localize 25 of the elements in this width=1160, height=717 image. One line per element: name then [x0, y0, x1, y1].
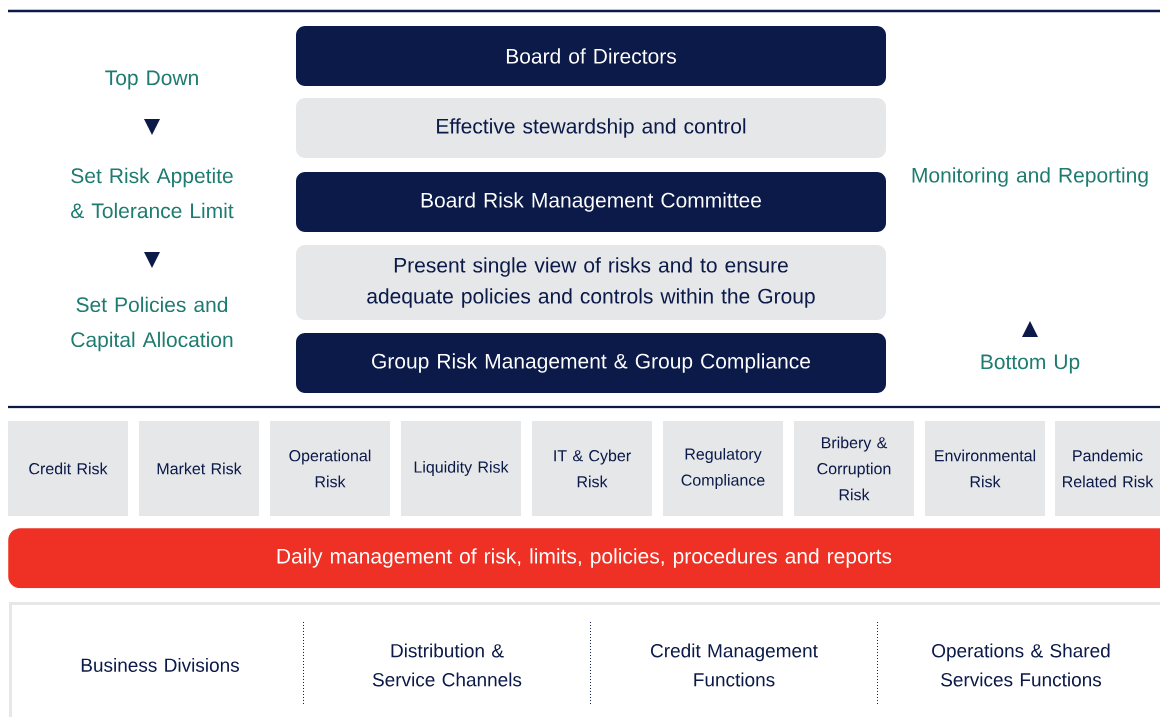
risk-box: Environmental Risk [925, 421, 1045, 516]
side-label: Top Down [105, 70, 198, 90]
column-label: Credit Management Functions [651, 643, 818, 687]
description-box: Present single view of risks and to ensure adequate policies and controls within the Group [296, 245, 886, 320]
node-box: Board of Directors [296, 26, 886, 86]
risk-box: Credit Risk [8, 421, 128, 516]
column-label: Business Divisions [81, 658, 239, 672]
risk-box: Regulatory Compliance [663, 421, 783, 516]
node-box: Board Risk Management Committee [296, 172, 886, 232]
risk-box: Bribery & Corruption Risk [794, 421, 914, 516]
risk-box: IT & Cyber Risk [532, 421, 652, 516]
side-label: Set Policies and Capital Allocation [71, 296, 233, 352]
side-label: Bottom Up [981, 354, 1080, 374]
risk-box: Market Risk [139, 421, 259, 516]
side-label: Monitoring and Reporting [912, 167, 1148, 187]
risk-box: Liquidity Risk [401, 421, 521, 516]
panel-box [9, 602, 1160, 717]
description-box: Effective stewardship and control [296, 98, 886, 158]
side-label: Set Risk Appetite & Tolerance Limit [71, 167, 234, 219]
column-label: Operations & Shared Services Functions [932, 643, 1110, 687]
column-label: Distribution & Service Channels [372, 643, 522, 687]
banner-bar: Daily management of risk, limits, policies, procedures and reports [8, 528, 1160, 589]
risk-box: Pandemic Related Risk [1055, 421, 1160, 516]
risk-box: Operational Risk [270, 421, 390, 516]
node-box: Group Risk Management & Group Compliance [296, 333, 886, 393]
